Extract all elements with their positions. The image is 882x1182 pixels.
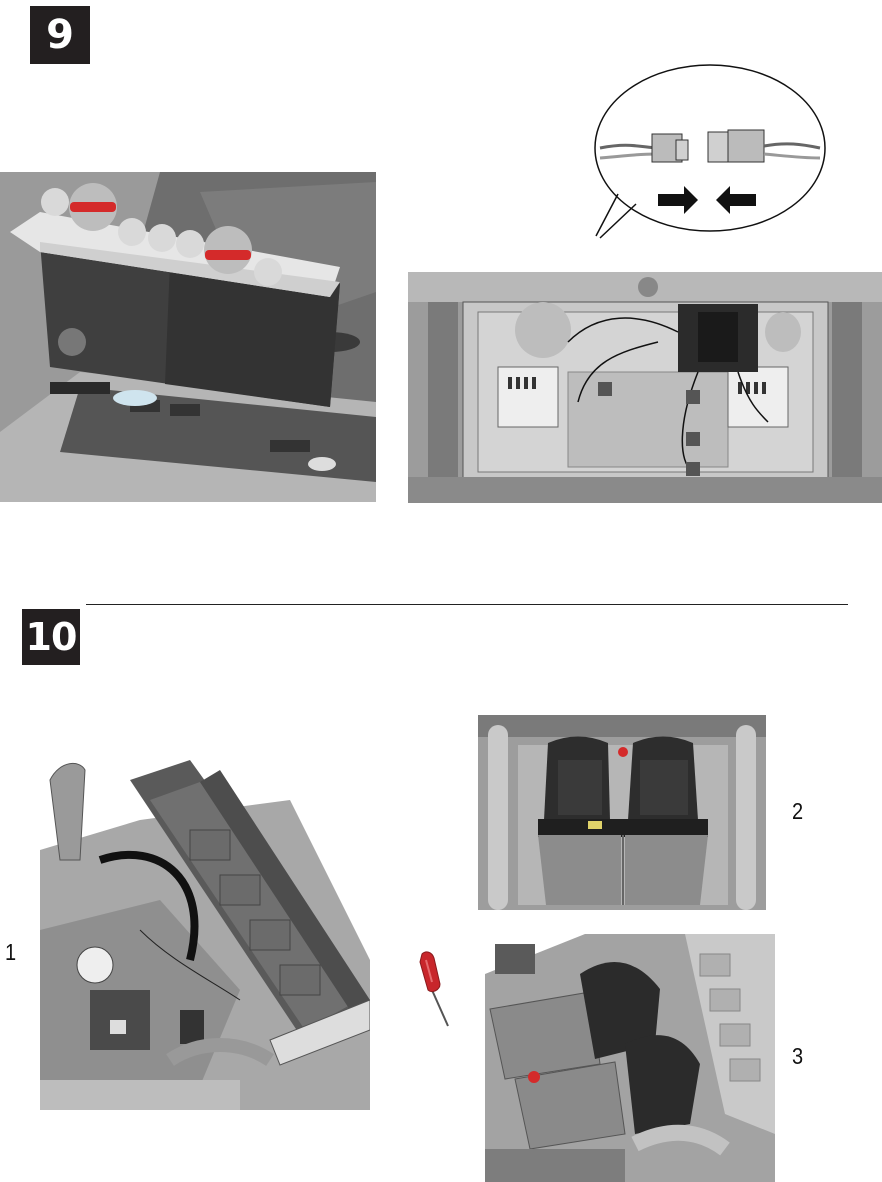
section-divider [86, 604, 848, 605]
rear-wiring-figure [408, 272, 882, 503]
step-9-number: 9 [46, 12, 74, 58]
step-10-number: 10 [26, 615, 77, 659]
callout-1: 1 [5, 940, 16, 966]
seat-removal-figure [485, 934, 775, 1182]
light-bar-figure [0, 172, 376, 502]
callout-3: 3 [792, 1044, 803, 1070]
callout-2: 2 [792, 799, 803, 825]
connector-callout [586, 58, 832, 240]
step-10-badge: 10 [22, 609, 80, 665]
step-9-badge: 9 [30, 6, 90, 64]
screwdriver-icon [418, 950, 452, 1028]
seats-top-figure [478, 715, 766, 910]
seat-lifted-figure [40, 760, 370, 1110]
